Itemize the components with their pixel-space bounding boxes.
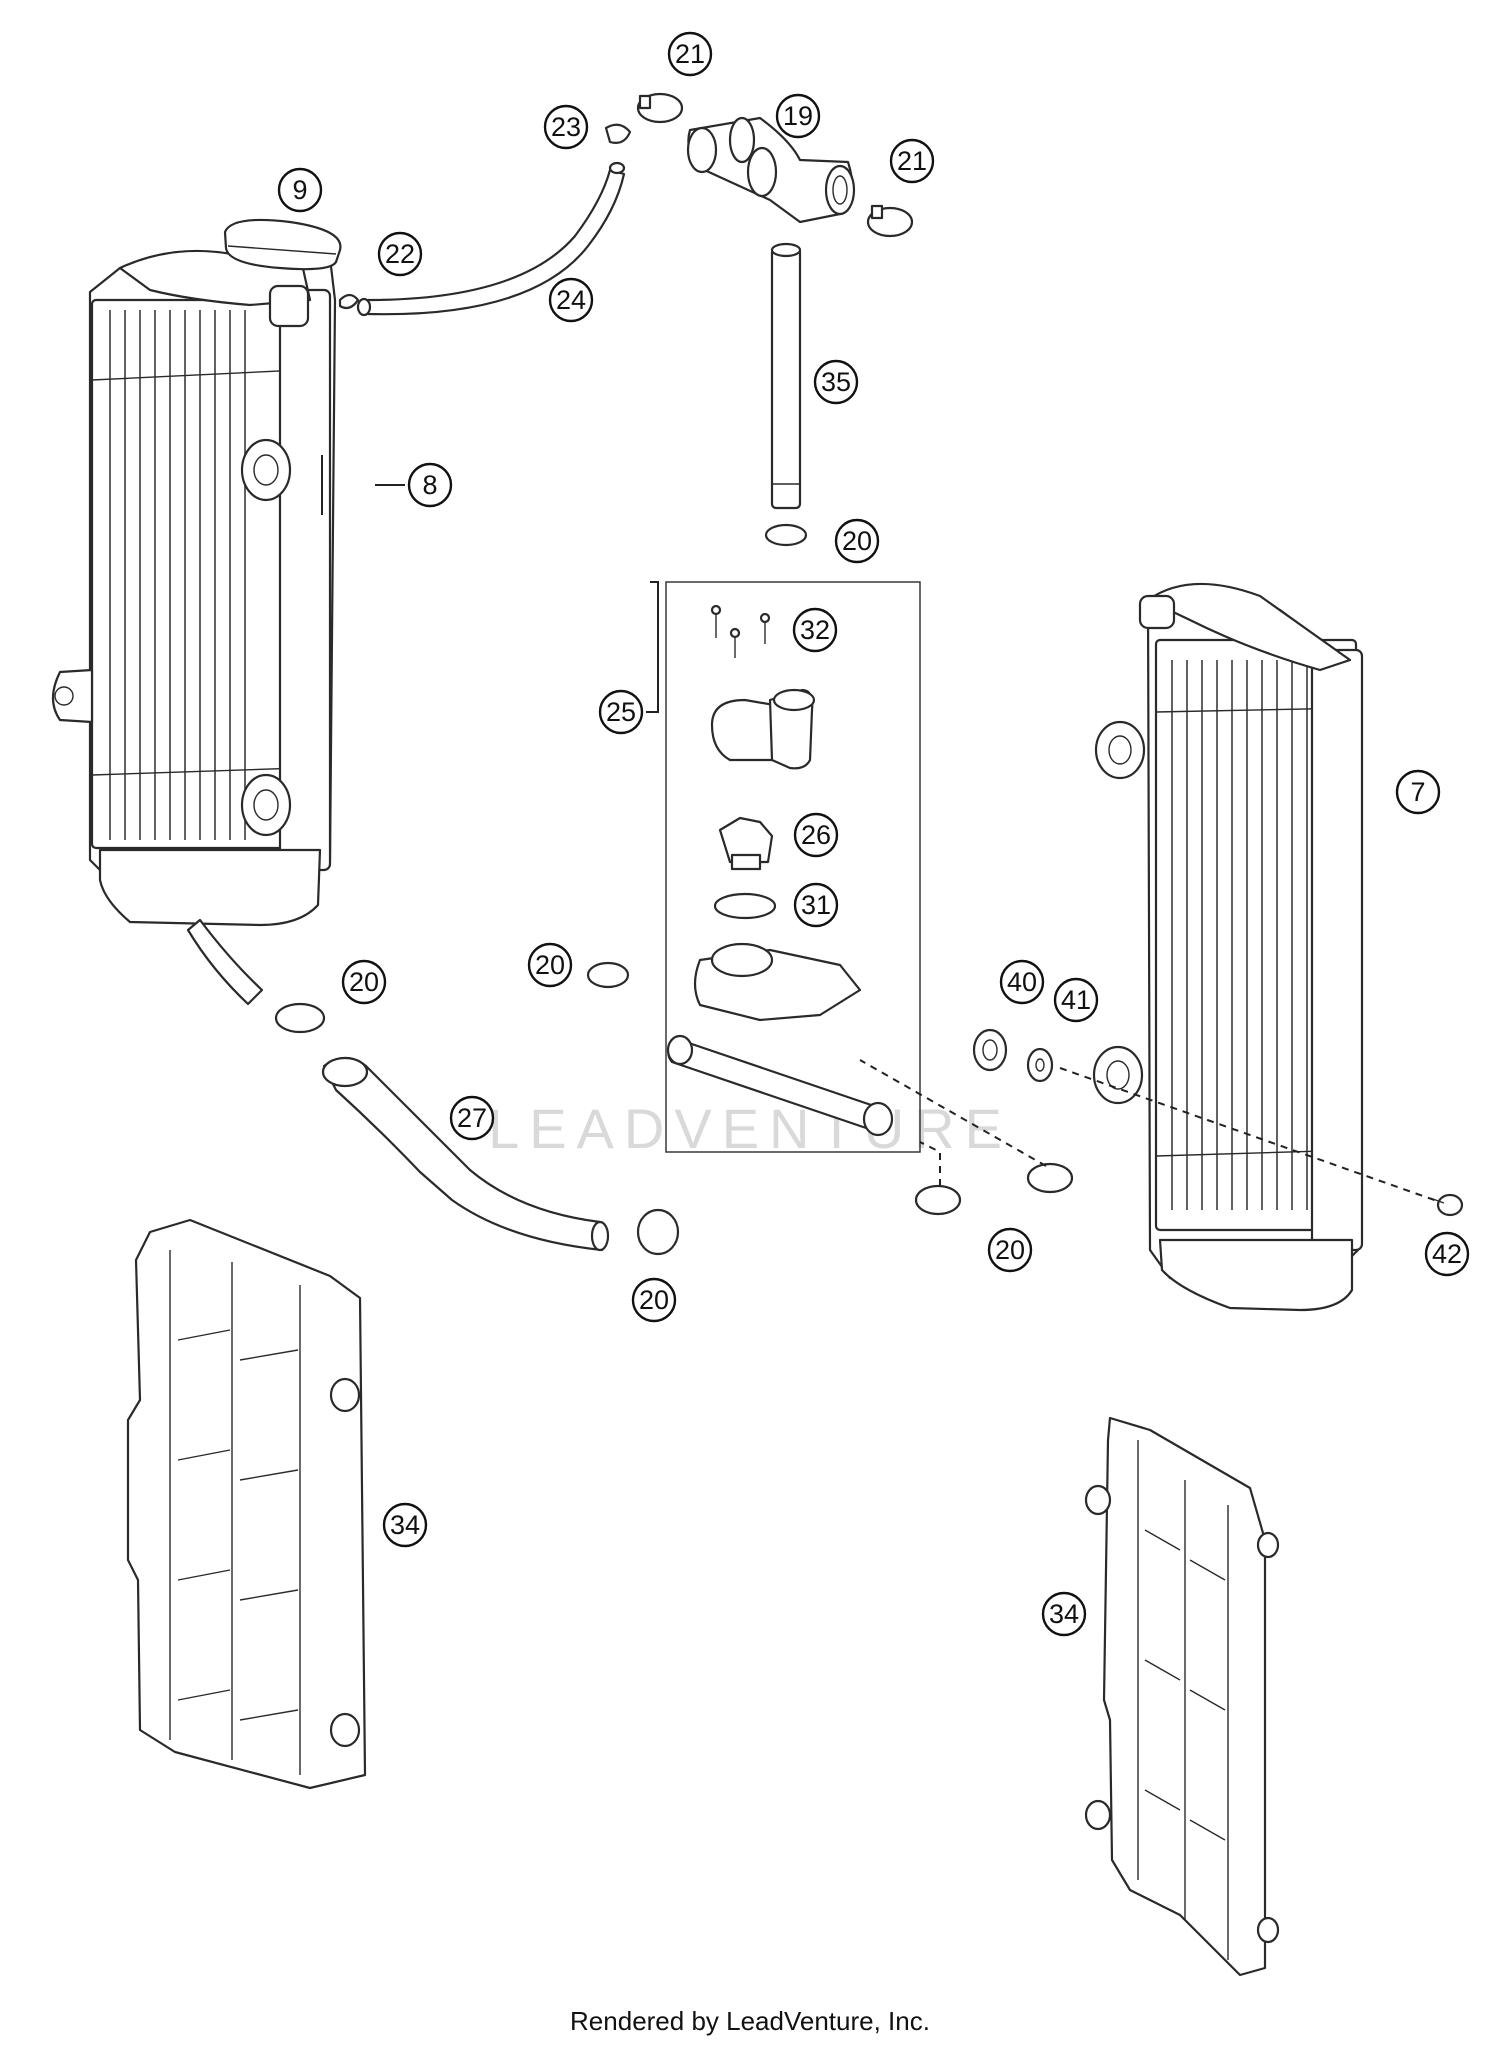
callout-35: 35 [813,359,859,405]
pipe-35 [764,242,808,547]
hose-connector [686,116,856,224]
callout-20-box-right: 20 [987,1227,1033,1273]
svg-text:20: 20 [995,1235,1025,1265]
svg-text:24: 24 [556,285,586,315]
clamp-20-box-a [914,1184,962,1216]
callout-40: 40 [999,959,1045,1005]
callout-20-left-radiator: 20 [341,959,387,1005]
callout-20-box-left: 20 [527,942,573,988]
callout-31: 31 [793,882,839,928]
clamp-23 [604,123,632,144]
leader-25 [646,581,659,713]
bolt-dash-line [1059,1067,1441,1203]
o-ring-31 [713,892,777,920]
callout-25: 25 [598,689,644,735]
callout-34-right: 34 [1041,1591,1087,1637]
thermostat-kit-box [665,581,921,1153]
svg-text:21: 21 [675,39,705,69]
callout-32: 32 [792,607,838,653]
svg-text:35: 35 [821,367,851,397]
left-radiator-fins [91,310,301,840]
svg-text:20: 20 [535,950,565,980]
radiator-shroud-right [1084,1416,1280,1977]
svg-text:22: 22 [385,239,415,269]
clamp-22 [338,293,360,310]
svg-text:34: 34 [1049,1599,1079,1629]
svg-text:40: 40 [1007,967,1037,997]
footer-credit: Rendered by LeadVenture, Inc. [570,2006,930,2036]
callout-20-lower: 20 [631,1277,677,1323]
overflow-hose [356,161,626,317]
thermostat-lower-housing [666,942,894,1137]
callout-41: 41 [1053,977,1099,1023]
clamp-20-box-b [1026,1162,1074,1194]
clamp-21-top [636,92,684,124]
svg-text:31: 31 [801,890,831,920]
bolt-42 [1429,1193,1464,1217]
svg-text:32: 32 [800,615,830,645]
callout-23: 23 [543,104,589,150]
callout-27: 27 [449,1095,495,1141]
callout-21-top: 21 [667,31,713,77]
callout-42: 42 [1424,1231,1470,1277]
svg-text:9: 9 [292,175,307,205]
clamp-20-lower [636,1208,680,1256]
clamp-20-left [274,1002,326,1034]
thermostat-housing [710,688,816,770]
watermark: LEADVENTURE [488,1097,1012,1160]
screws-32 [710,604,771,658]
callout-34-left: 34 [382,1502,428,1548]
svg-text:42: 42 [1432,1239,1462,1269]
clamp-20-left-box [586,961,630,989]
callout-9: 9 [277,167,323,213]
thermostat-26 [718,816,774,871]
callout-20-pipe: 20 [834,518,880,564]
radiator-cap [223,218,342,271]
dash-line-b [859,1059,1047,1167]
svg-text:23: 23 [551,112,581,142]
radiator-shroud-left [126,1218,367,1790]
svg-text:21: 21 [897,146,927,176]
svg-text:7: 7 [1410,777,1425,807]
hose-27 [321,1056,610,1252]
svg-text:25: 25 [606,697,636,727]
grommet-40 [972,1028,1008,1072]
callout-21-right: 21 [889,138,935,184]
svg-text:26: 26 [801,820,831,850]
right-radiator-fins [1155,660,1357,1210]
callout-26: 26 [793,812,839,858]
svg-text:20: 20 [842,526,872,556]
clamp-21-right [866,204,914,238]
svg-text:41: 41 [1061,985,1091,1015]
washer-41 [1026,1047,1054,1083]
callout-22: 22 [377,231,423,277]
svg-text:8: 8 [422,470,437,500]
callout-24: 24 [548,277,594,323]
callout-19: 19 [775,93,821,139]
right-radiator [1092,582,1364,1312]
svg-text:27: 27 [457,1103,487,1133]
svg-text:20: 20 [349,967,379,997]
svg-text:34: 34 [390,1510,420,1540]
callout-8: 8 [407,462,453,508]
callout-7: 7 [1395,769,1441,815]
left-radiator [51,218,342,1006]
svg-text:20: 20 [639,1285,669,1315]
svg-text:19: 19 [783,101,813,131]
